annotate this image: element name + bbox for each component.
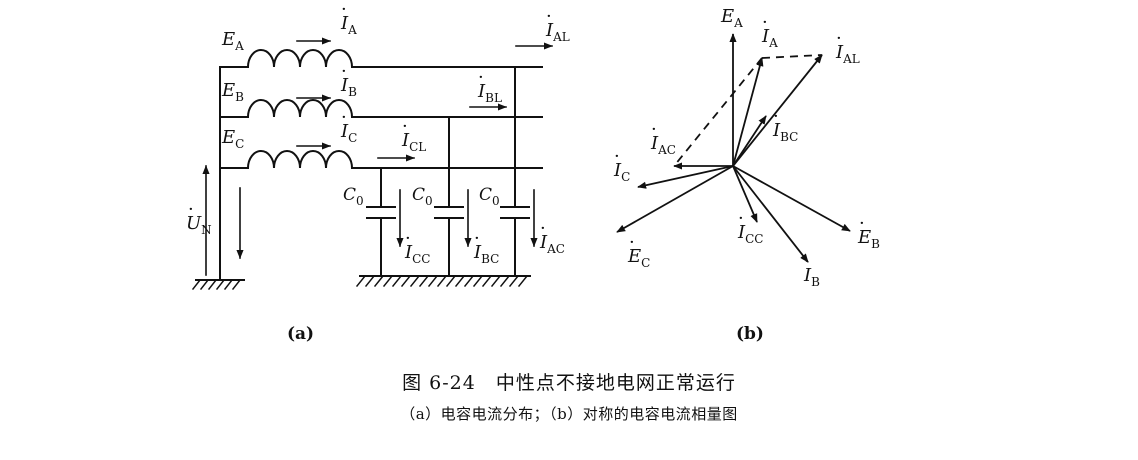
label-phasor-ec: EC	[627, 246, 650, 270]
dot-phasor-ic: ·	[614, 146, 620, 167]
phasor-ia	[732, 57, 764, 167]
phasor-icc	[732, 165, 758, 223]
phasor-ial	[732, 54, 823, 167]
label-phasor-ic: IC	[613, 160, 630, 184]
phasor-diagram	[616, 33, 851, 263]
dot-phasor-eb: ·	[859, 213, 865, 234]
dot-cap-current-bc: ·	[474, 228, 480, 249]
label-phase-current-a: IA	[340, 13, 357, 37]
dot-phasor-ibc: ·	[773, 106, 779, 127]
label-neutral-voltage: UN	[186, 213, 212, 237]
label-phasor-ibc: IBC	[772, 120, 798, 144]
dot-phase-current-b: ·	[341, 61, 347, 82]
label-source-a: EA	[221, 29, 244, 53]
label-capacitor-2: C0	[412, 185, 433, 208]
phasor-ic	[637, 165, 734, 189]
dot-phasor-ib: ·	[804, 251, 810, 272]
phasor-dashed-top	[761, 54, 823, 59]
dot-phasor-iac: ·	[651, 119, 657, 140]
label-source-b: EB	[221, 80, 244, 104]
panel-label-a: (a)	[287, 324, 314, 344]
label-cap-current-cc: ICC	[404, 242, 431, 266]
label-phasor-ial: IAL	[835, 42, 860, 66]
phase-c-coil	[246, 150, 354, 170]
label-line-current-c: ICL	[401, 130, 426, 154]
circuit-diagram	[191, 37, 553, 291]
label-phasor-ia: IA	[761, 26, 778, 50]
dot-cap-current-ac: ·	[540, 218, 546, 239]
label-capacitor-1: C0	[343, 185, 364, 208]
phase-a-coil	[246, 49, 354, 69]
label-phasor-icc: ICC	[737, 222, 764, 246]
dot-phasor-ia: ·	[762, 12, 768, 33]
label-phasor-iac: IAC	[650, 133, 676, 157]
label-phasor-ib: IB	[803, 265, 820, 289]
dot-phasor-ial: ·	[836, 28, 842, 49]
dot-neutral-voltage: ·	[188, 199, 194, 220]
label-phasor-eb: EB	[857, 227, 880, 251]
phase-b-coil	[246, 99, 354, 119]
dot-phase-current-c: ·	[341, 107, 347, 128]
figure-caption-subtitle: （a）电容电流分布；（b）对称的电容电流相量图	[400, 405, 738, 423]
phasor-ibc	[732, 115, 767, 167]
figure-caption-title: 图 6-24 中性点不接地电网正常运行	[402, 372, 736, 394]
ground-bus-hatch	[355, 274, 529, 288]
dot-line-current-b: ·	[478, 67, 484, 88]
label-line-current-a: IAL	[545, 20, 570, 44]
dot-line-current-a: ·	[546, 6, 552, 27]
panel-label-b: (b)	[736, 324, 764, 344]
phasor-eb	[732, 165, 851, 232]
neutral-ground-hatch	[191, 278, 242, 291]
phasor-dashed-link	[673, 57, 763, 167]
label-phase-current-c: IC	[340, 121, 357, 145]
dot-line-current-c: ·	[402, 116, 408, 137]
label-cap-current-ac: IAC	[539, 232, 565, 256]
dot-phasor-icc: ·	[738, 208, 744, 229]
label-phasor-ea: EA	[720, 6, 743, 30]
dot-phasor-ec: ·	[629, 232, 635, 253]
dot-cap-current-cc: ·	[405, 228, 411, 249]
dot-phase-current-a: ·	[341, 0, 347, 20]
phasor-ec	[616, 165, 734, 233]
label-phase-current-b: IB	[340, 75, 357, 99]
label-cap-current-bc: IBC	[473, 242, 499, 266]
label-line-current-b: IBL	[477, 81, 502, 105]
label-source-c: EC	[221, 127, 244, 151]
phasor-ib	[732, 165, 809, 263]
label-capacitor-3: C0	[479, 185, 500, 208]
